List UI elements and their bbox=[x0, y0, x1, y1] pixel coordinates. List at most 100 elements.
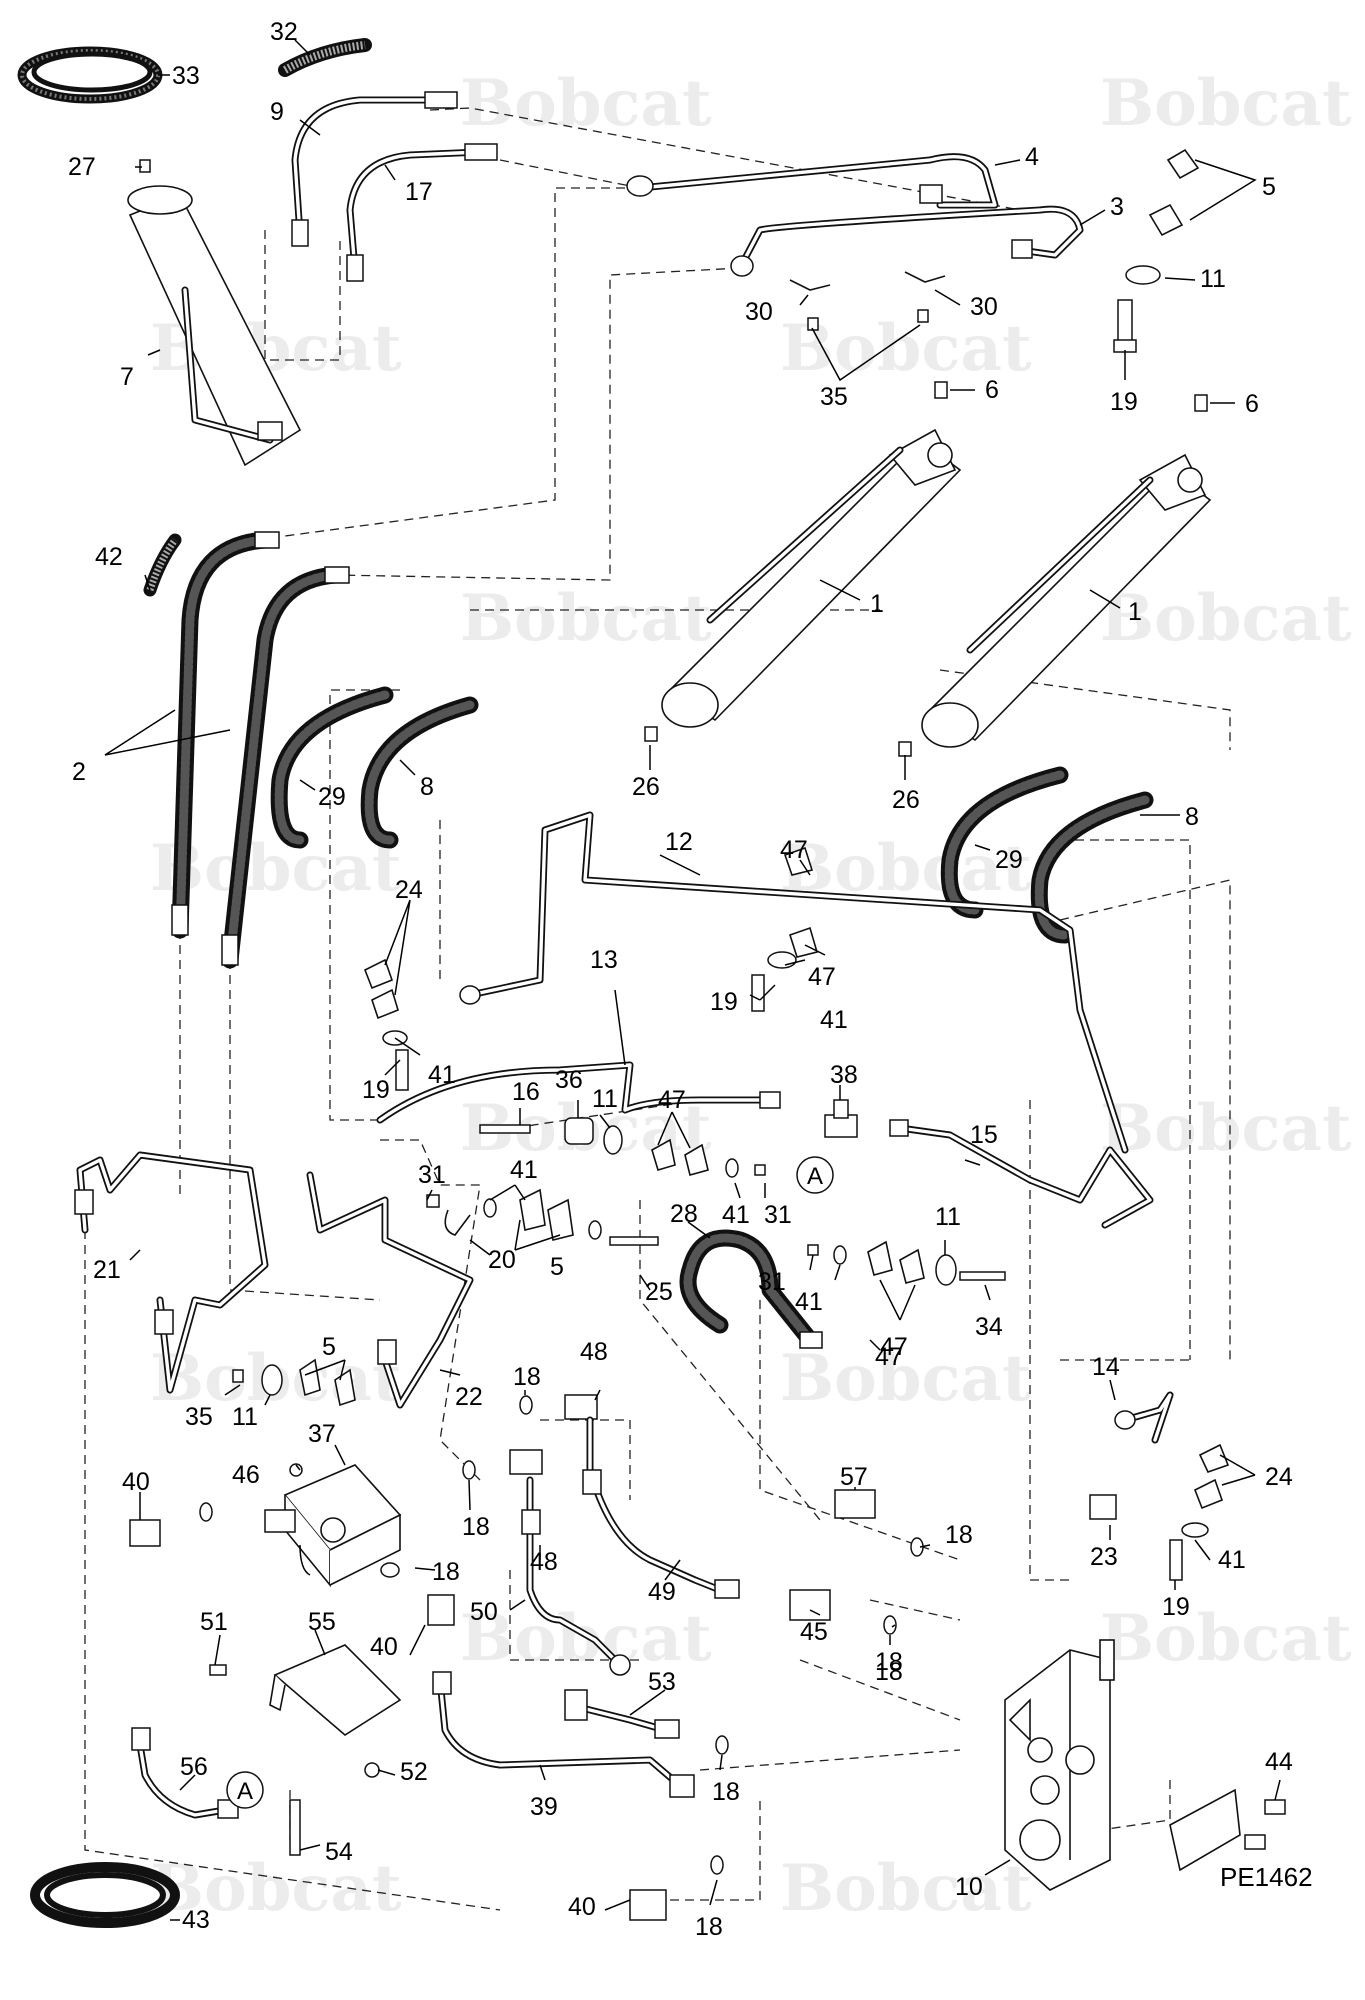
callout-label: 11 bbox=[935, 1203, 961, 1231]
callout-label: 25 bbox=[645, 1278, 673, 1306]
callout-label: 1 bbox=[870, 590, 884, 618]
hardware-24-right bbox=[1169, 1443, 1230, 1581]
watermark: Bobcat bbox=[150, 1851, 402, 1926]
callout-label: 4 bbox=[1025, 143, 1039, 171]
callout-label: 41 bbox=[795, 1288, 823, 1316]
callouts: 33 32 9 17 4 27 5 3 11 30 30 35 7 19 6 6… bbox=[68, 18, 1293, 1941]
callout-label: 11 bbox=[1200, 265, 1226, 293]
callout-label: 20 bbox=[488, 1246, 516, 1274]
mount-hardware-right bbox=[807, 1240, 1006, 1286]
callout-label: 41 bbox=[510, 1156, 538, 1184]
callout-label: 41 bbox=[722, 1201, 750, 1229]
watermark: Bobcat bbox=[150, 831, 402, 906]
callout-label: 47 bbox=[780, 836, 808, 864]
tube-49 bbox=[582, 1416, 740, 1599]
tube-3 bbox=[730, 205, 1084, 277]
callout-label: 47 bbox=[808, 963, 836, 991]
watermark: Bobcat bbox=[1100, 66, 1352, 141]
callout-label: 2 bbox=[72, 758, 86, 786]
callout-label: 39 bbox=[530, 1793, 558, 1821]
callout-label: 30 bbox=[970, 293, 998, 321]
circle-ref-a-1: A bbox=[796, 1156, 834, 1194]
circle-ref-a-2: A bbox=[226, 1771, 264, 1809]
watermark: Bobcat bbox=[1100, 581, 1352, 656]
callout-label: 47 bbox=[875, 1343, 903, 1371]
ref-letter: A bbox=[237, 1778, 253, 1805]
cover-plate-44 bbox=[1169, 1788, 1286, 1872]
callout-label: 43 bbox=[182, 1906, 210, 1934]
callout-label: 19 bbox=[1162, 1593, 1190, 1621]
connection-lines bbox=[84, 107, 1231, 1911]
callout-label: 44 bbox=[1265, 1748, 1293, 1776]
callout-label: 11 bbox=[232, 1403, 258, 1431]
callout-label: 57 bbox=[840, 1463, 868, 1491]
small-fittings bbox=[139, 159, 1208, 1778]
tube-9 bbox=[291, 91, 458, 247]
callout-label: 34 bbox=[975, 1313, 1003, 1341]
callout-label: 19 bbox=[362, 1076, 390, 1104]
watermark: Bobcat bbox=[780, 1851, 1032, 1926]
callout-label: 42 bbox=[95, 543, 123, 571]
callout-label: 37 bbox=[308, 1420, 336, 1448]
cylinder-1-right bbox=[921, 453, 1212, 748]
tube-13 bbox=[376, 1061, 781, 1124]
callout-label: 53 bbox=[648, 1668, 676, 1696]
ref-letter: A bbox=[807, 1163, 823, 1190]
callout-label: 18 bbox=[875, 1658, 903, 1686]
callout-label: 11 bbox=[592, 1085, 618, 1113]
callout-label: 8 bbox=[420, 773, 434, 801]
control-valve-10 bbox=[1004, 1639, 1115, 1891]
tube-50 bbox=[521, 1476, 631, 1676]
fittings-valve-area bbox=[129, 1394, 1117, 1921]
callout-label: 18 bbox=[712, 1778, 740, 1806]
callout-label: 16 bbox=[512, 1078, 540, 1106]
callout-label: 38 bbox=[830, 1061, 858, 1089]
clamps-30 bbox=[789, 271, 946, 331]
callout-label: 21 bbox=[93, 1256, 121, 1284]
callout-label: 40 bbox=[568, 1893, 596, 1921]
callout-label: 29 bbox=[995, 846, 1023, 874]
callout-label: 23 bbox=[1090, 1543, 1118, 1571]
callout-label: 32 bbox=[270, 18, 298, 46]
tube-17 bbox=[346, 143, 498, 282]
hoses-2 bbox=[171, 531, 350, 969]
callout-label: 41 bbox=[1218, 1546, 1246, 1574]
mount-hardware-24-left bbox=[363, 958, 409, 1091]
callout-label: 19 bbox=[1110, 388, 1138, 416]
callout-label: 31 bbox=[764, 1201, 792, 1229]
callout-label: 7 bbox=[120, 363, 134, 391]
tube-39 bbox=[432, 1671, 695, 1798]
callout-label: 10 bbox=[955, 1873, 983, 1901]
accumulator-7 bbox=[127, 185, 302, 467]
callout-label: 1 bbox=[1128, 598, 1142, 626]
watermark: Bobcat bbox=[1100, 1091, 1352, 1166]
watermark: Bobcat bbox=[780, 311, 1032, 386]
callout-label: 26 bbox=[632, 773, 660, 801]
callout-label: 51 bbox=[200, 1608, 228, 1636]
callout-label: 6 bbox=[985, 376, 999, 404]
callout-label: 13 bbox=[590, 946, 618, 974]
rolled-hose-43 bbox=[30, 1862, 180, 1928]
callout-label: 14 bbox=[1092, 1353, 1120, 1381]
callout-label: 5 bbox=[322, 1333, 336, 1361]
callout-label: 50 bbox=[470, 1598, 498, 1626]
callout-label: 29 bbox=[318, 783, 346, 811]
callout-label: 18 bbox=[432, 1558, 460, 1586]
callout-label: 41 bbox=[428, 1061, 456, 1089]
callout-label: 48 bbox=[530, 1548, 558, 1576]
hose-28 bbox=[679, 1229, 823, 1349]
callout-label: 40 bbox=[122, 1468, 150, 1496]
callout-label: 36 bbox=[555, 1066, 583, 1094]
callout-label: 47 bbox=[658, 1086, 686, 1114]
tube-56 bbox=[131, 1727, 239, 1819]
leader-lines bbox=[104, 39, 1281, 1921]
callout-label: 35 bbox=[820, 383, 848, 411]
callout-label: 22 bbox=[455, 1383, 483, 1411]
callout-label: 49 bbox=[648, 1578, 676, 1606]
callout-label: 48 bbox=[580, 1338, 608, 1366]
watermark: Bobcat bbox=[460, 66, 712, 141]
tube-53 bbox=[564, 1689, 680, 1739]
hose-sleeve-32 bbox=[278, 38, 372, 77]
callout-label: 18 bbox=[695, 1913, 723, 1941]
callout-label: 33 bbox=[172, 62, 200, 90]
